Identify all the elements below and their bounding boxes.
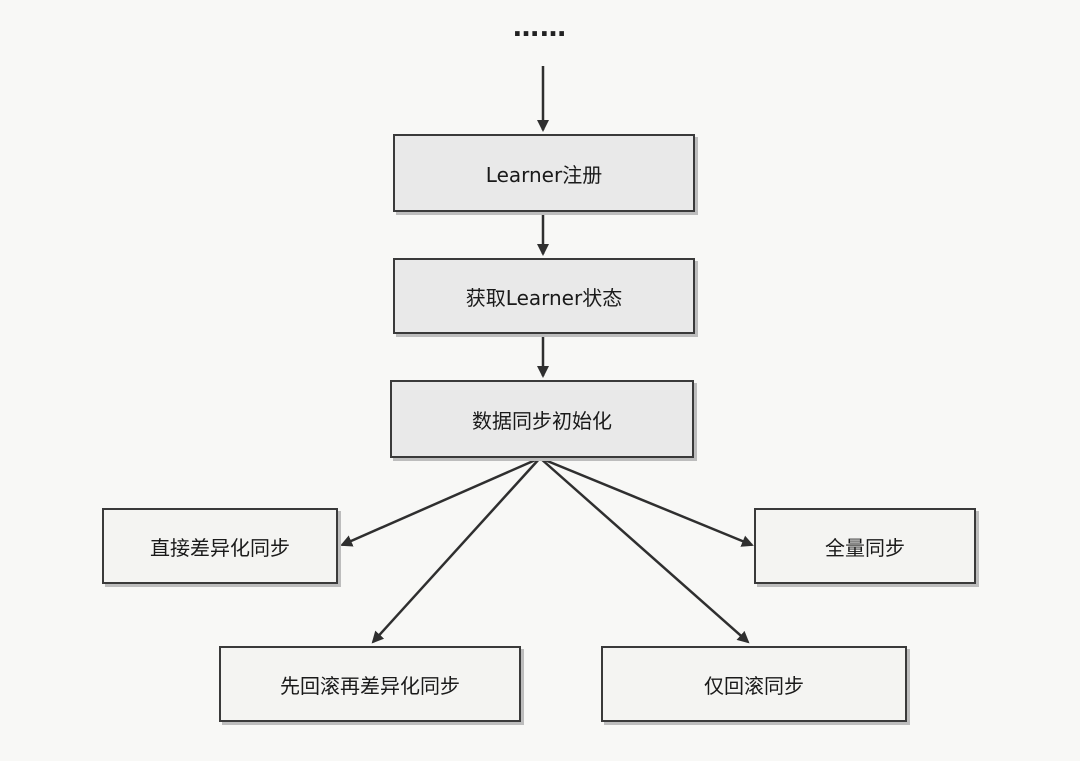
node-direct-diff-sync: 直接差异化同步 [102, 508, 338, 584]
edge-init-to-full-sync [539, 456, 754, 547]
edge-init-to-rollback-then-diff [371, 457, 541, 644]
edge-init-to-rollback-only [539, 457, 750, 644]
node-full-sync: 全量同步 [754, 508, 976, 584]
node-get-learner-state: 获取Learner状态 [393, 258, 695, 334]
node-rollback-then-diff-sync: 先回滚再差异化同步 [219, 646, 521, 722]
node-learner-register: Learner注册 [393, 134, 695, 212]
top-ellipsis: …… [513, 13, 567, 43]
edge-init-to-direct-diff [340, 456, 541, 547]
node-data-sync-init: 数据同步初始化 [390, 380, 694, 458]
node-rollback-only-sync: 仅回滚同步 [601, 646, 907, 722]
